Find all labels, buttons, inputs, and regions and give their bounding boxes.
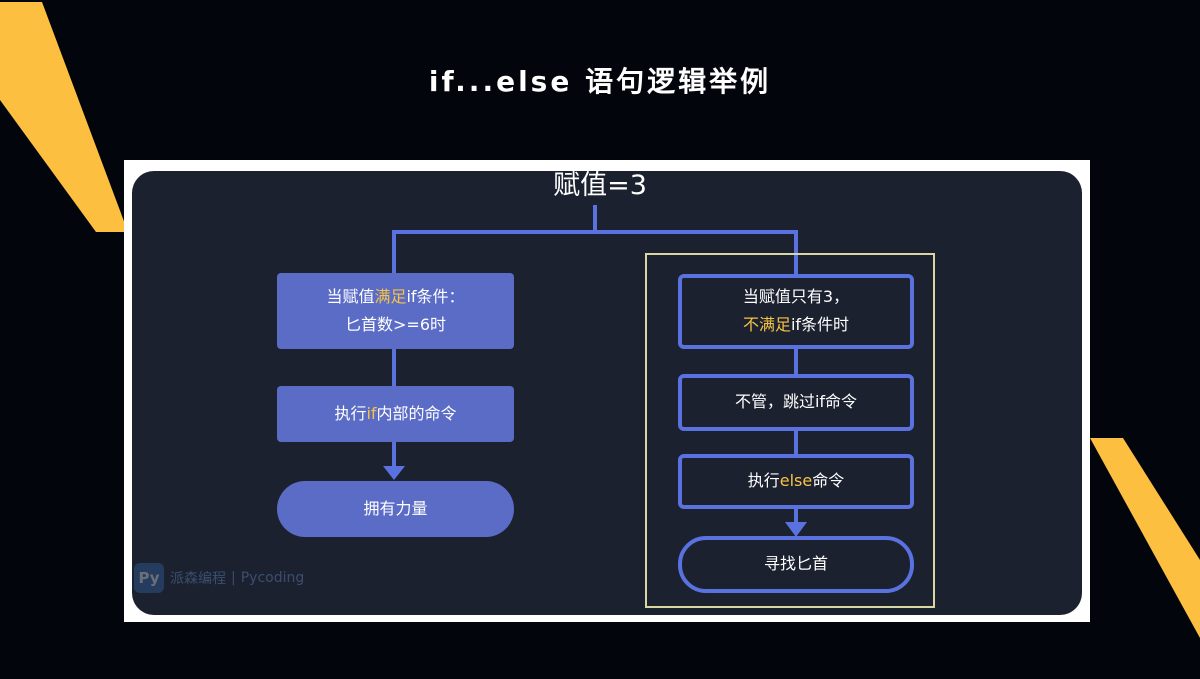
right-node-result (678, 536, 914, 593)
slide-title: if...else 语句逻辑举例 (428, 65, 772, 98)
root-assignment-label: 赋值=3 (553, 170, 647, 201)
arrow-head-left (383, 466, 405, 480)
left-node-result-label: 拥有力量 (363, 499, 428, 518)
right-node-else-label: 执行else命令 (680, 467, 912, 495)
left-node-execute-label: 执行if内部的命令 (277, 400, 514, 428)
left-node-condition-label: 当赋值满足if条件： 匕首数>=6时 (277, 283, 514, 339)
right-cond-line1: 当赋值只有3， (742, 287, 850, 306)
right-node-result-label: 寻找匕首 (763, 554, 828, 573)
exec-pre: 执行 (334, 404, 367, 423)
exec-post: 内部的命令 (376, 404, 457, 423)
watermark: Py 派森编程 | Pycoding (134, 563, 304, 593)
watermark-separator: | (231, 570, 236, 586)
right-cond-post: if条件时 (790, 315, 850, 334)
arrow-head-right (785, 522, 807, 537)
left-node-result (277, 481, 514, 537)
right-cond-highlight: 不满足 (742, 315, 791, 334)
watermark-brand: Pycoding (240, 570, 305, 586)
cond-line2: 匕首数>=6时 (345, 315, 446, 334)
left-node-execute (277, 386, 514, 442)
right-node-condition (678, 274, 914, 349)
right-node-skip-label: 不管，跳过if命令 (734, 392, 858, 411)
pycoding-logo: Py (134, 563, 164, 593)
cond-highlight: 满足 (374, 287, 407, 306)
right-node-skip (678, 374, 914, 431)
right-node-execute-else (678, 454, 914, 509)
cond-post: if条件： (406, 287, 465, 306)
exec-highlight: if (366, 404, 377, 423)
else-post: 命令 (812, 471, 845, 490)
left-node-condition (277, 273, 514, 349)
watermark-name: 派森编程 (170, 571, 226, 587)
right-node-condition-label: 当赋值只有3， 不满足if条件时 (680, 283, 912, 339)
else-highlight: else (779, 471, 813, 490)
else-pre: 执行 (747, 471, 780, 490)
yellow-stripe-right (1090, 438, 1200, 638)
else-branch-highlight-box (645, 253, 935, 608)
cond-pre: 当赋值 (326, 287, 375, 306)
